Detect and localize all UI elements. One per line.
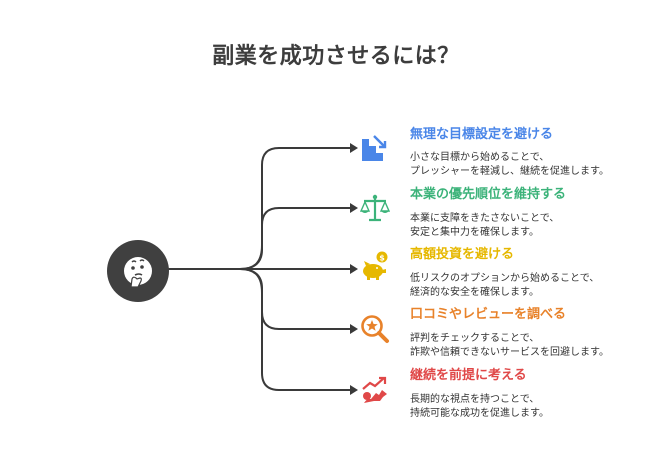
- growth-chart-icon: [362, 376, 387, 403]
- item-3-description: 低リスクのオプションから始めることで、 経済的な安全を確保します。: [410, 273, 600, 298]
- icon-slot-3: $: [360, 251, 390, 281]
- icon-slot-5: [360, 375, 390, 405]
- item-5-title: 継続を前提に考える: [410, 368, 527, 383]
- arrowhead-3: [350, 264, 358, 274]
- arrowhead-5: [350, 385, 358, 395]
- connector-branch-5: [239, 268, 351, 391]
- svg-text:$: $: [379, 254, 385, 263]
- page-title: 副業を成功させるには？: [212, 44, 460, 69]
- arrowhead-2: [350, 203, 358, 213]
- item-1-description: 小さな目標から始めることで、 プレッシャーを軽減し、継続を促進します。: [410, 152, 609, 177]
- item-5-description: 長期的な視点を持つことで、 持続可能な成功を促進します。: [410, 394, 549, 419]
- connector-branch-4: [239, 268, 351, 330]
- magnifier-star-icon: [361, 315, 389, 343]
- icon-slot-2: [360, 193, 390, 223]
- arrowhead-1: [350, 143, 358, 153]
- item-2-title: 本業の優先順位を維持する: [410, 187, 567, 202]
- item-4-description: 評判をチェックすることで、 詐欺や信頼できないサービスを回避します。: [410, 333, 609, 358]
- connector-branch-2: [239, 207, 351, 270]
- descending-steps-icon: [362, 135, 387, 161]
- icon-slot-4: [360, 314, 390, 344]
- center-hub: [107, 240, 169, 302]
- thinking-face-icon: [124, 257, 152, 288]
- icon-slot-1: [360, 133, 390, 163]
- balance-scale-icon: [360, 194, 390, 222]
- item-2-description: 本業に支障をきたさないことで、 安定と集中力を確保します。: [410, 213, 560, 238]
- item-1-title: 無理な目標設定を避ける: [410, 127, 554, 142]
- item-4-title: 口コミやレビューを調べる: [410, 307, 567, 322]
- piggy-bank-icon: $: [363, 251, 388, 280]
- arrowhead-4: [350, 324, 358, 334]
- item-3-title: 高額投資を避ける: [410, 247, 515, 262]
